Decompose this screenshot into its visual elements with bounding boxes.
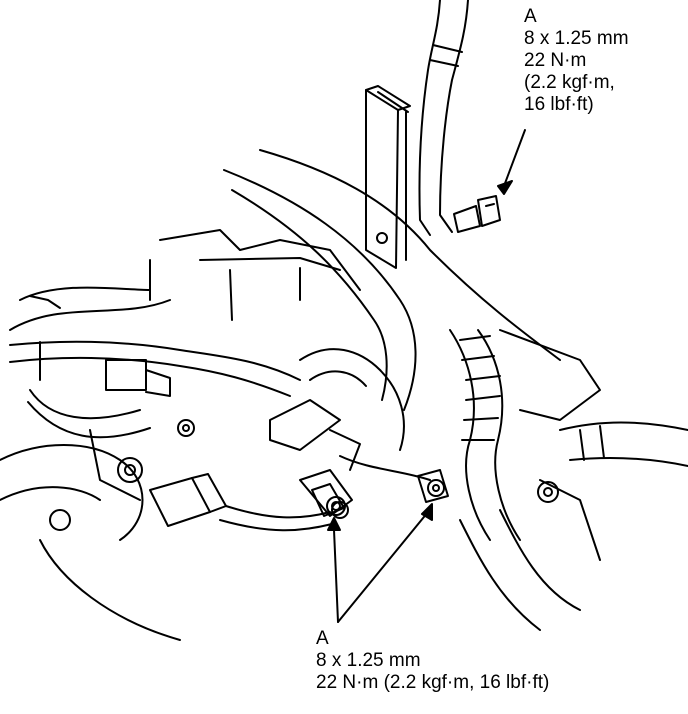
- right-pipe: [559, 421, 688, 467]
- lower-right-housing: [459, 479, 601, 631]
- right-bracket: [499, 329, 601, 503]
- transmission-case: [0, 429, 181, 641]
- main-hose: [223, 149, 561, 411]
- central-wiring: [269, 348, 431, 517]
- callout-torque: 22 N·m (2.2 kgf·m, 16 lbf·ft): [316, 672, 550, 693]
- bracket-hole: [376, 232, 388, 244]
- top-bolt: [453, 195, 501, 233]
- callout-torque: 22 N·m: [524, 50, 587, 71]
- callout-size: 8 x 1.25 mm: [524, 28, 629, 49]
- mounting-bracket: [365, 85, 411, 269]
- callout-letter: A: [524, 6, 537, 27]
- callout-size: 8 x 1.25 mm: [316, 650, 421, 671]
- bottom-bolt-right: [417, 469, 449, 503]
- callout-torque-alt1: (2.2 kgf·m,: [524, 72, 615, 93]
- top-leader-arrow: [497, 129, 526, 195]
- bottom-bolt-left: [311, 483, 349, 519]
- right-wire-harness: [449, 329, 521, 541]
- upper-hose: [418, 0, 469, 236]
- callout-torque-alt2: 16 lbf·ft): [524, 94, 594, 115]
- left-wire-harness: [9, 340, 301, 439]
- connector-left: [105, 359, 195, 437]
- engine-block-outline: [9, 229, 361, 331]
- callout-letter: A: [316, 628, 329, 649]
- callout-top: A 8 x 1.25 mm 22 N·m (2.2 kgf·m, 16 lbf·…: [524, 6, 629, 116]
- bottom-leader-arrows: [327, 503, 433, 623]
- lower-sensor: [149, 473, 333, 532]
- callout-bottom: A 8 x 1.25 mm 22 N·m (2.2 kgf·m, 16 lbf·…: [316, 628, 549, 694]
